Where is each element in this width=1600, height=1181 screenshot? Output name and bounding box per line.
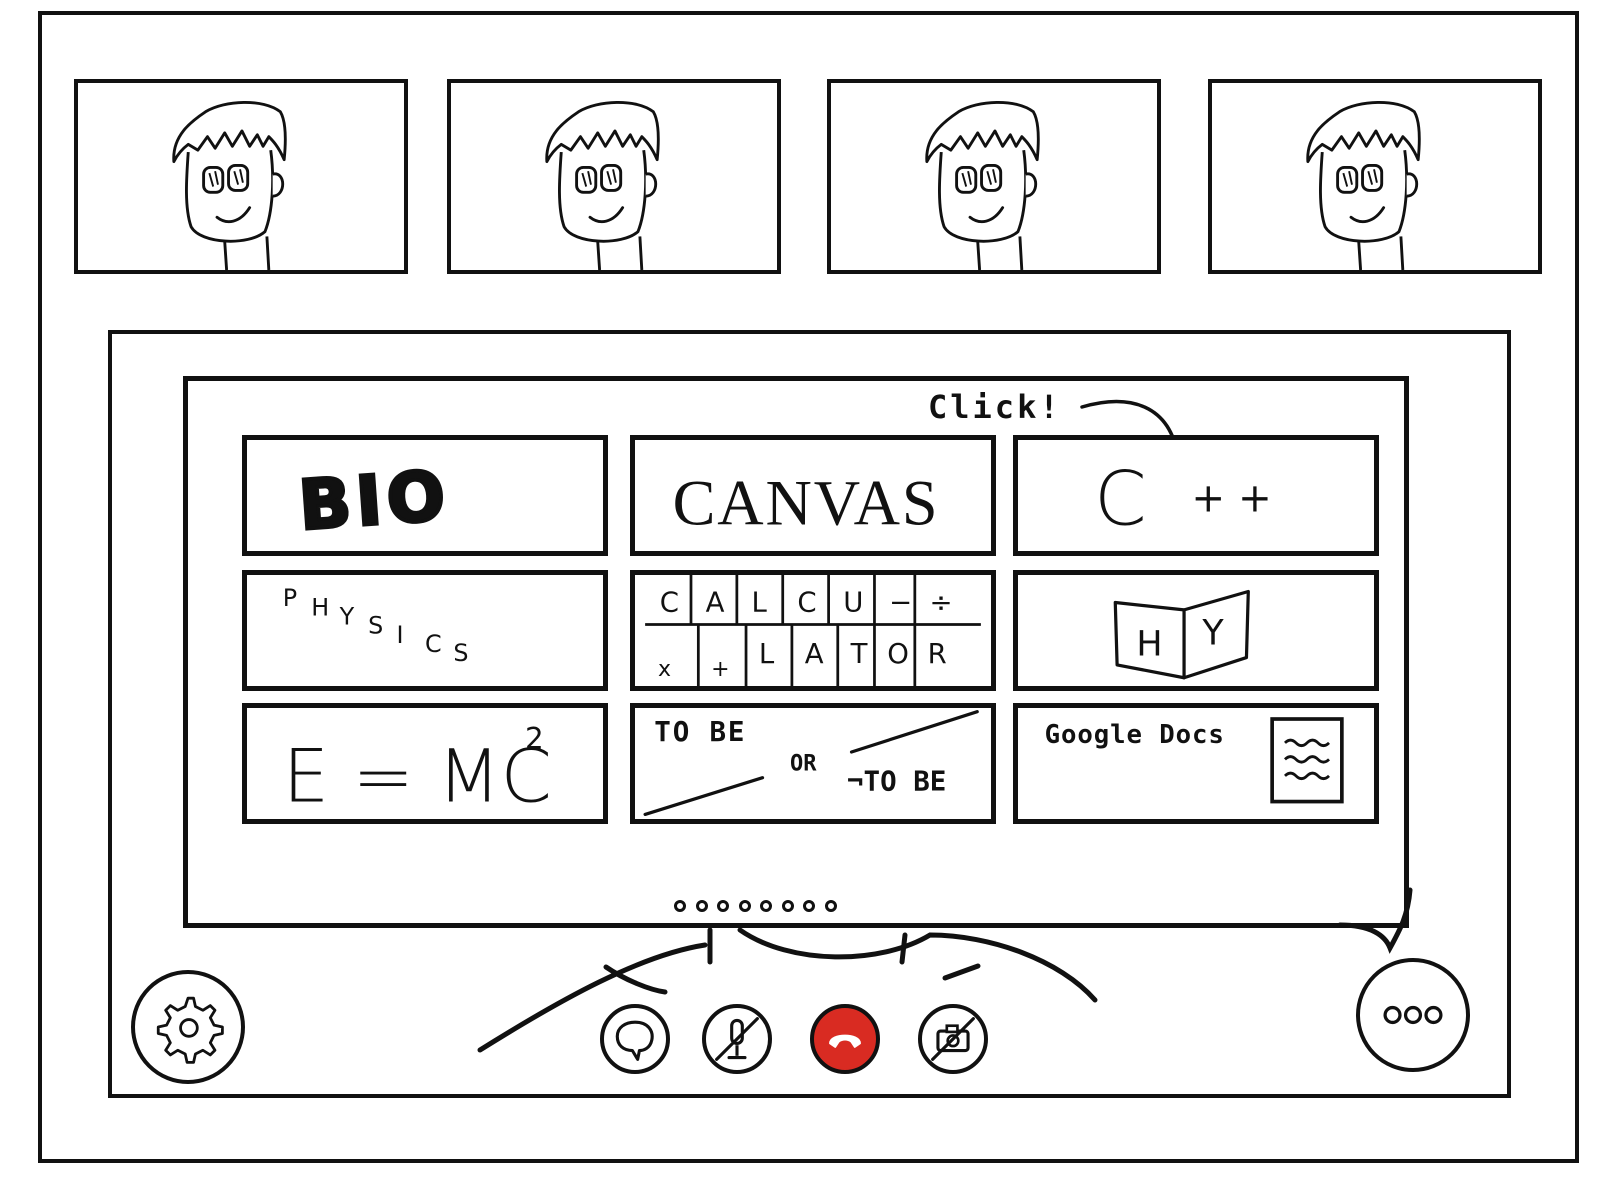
avatar bbox=[925, 100, 1040, 270]
gear-icon bbox=[156, 996, 224, 1064]
app-hamlet[interactable]: TO BE OR ¬TO BE bbox=[630, 703, 996, 824]
app-emc2-main: E = MC bbox=[283, 735, 552, 820]
app-window bbox=[38, 11, 1579, 1163]
participant-video-tile[interactable] bbox=[447, 79, 781, 274]
app-canvas-label: CANVAS bbox=[673, 467, 940, 538]
physics-letter: C bbox=[425, 630, 442, 658]
calculator-cell: U bbox=[843, 587, 863, 619]
physics-letter: S bbox=[453, 639, 468, 667]
mute-microphone-button[interactable] bbox=[702, 1004, 772, 1074]
app-google-docs[interactable]: Google Docs bbox=[1013, 703, 1379, 824]
app-bio[interactable]: BIO bbox=[242, 435, 608, 556]
physics-letter: P bbox=[283, 584, 297, 612]
screen-share-area bbox=[108, 330, 1511, 1098]
app-history[interactable]: H Y bbox=[1013, 570, 1379, 691]
app-canvas[interactable]: CANVAS bbox=[630, 435, 996, 556]
camera-off-button[interactable] bbox=[918, 1004, 988, 1074]
calculator-cell: + bbox=[711, 657, 729, 682]
page-dot[interactable] bbox=[760, 900, 772, 912]
app-google-docs-label: Google Docs bbox=[1045, 720, 1225, 750]
chat-button[interactable] bbox=[600, 1004, 670, 1074]
shared-slide bbox=[183, 376, 1409, 928]
more-dots-icon bbox=[1383, 1005, 1443, 1025]
app-emc2[interactable]: E = MC 2 bbox=[242, 703, 608, 824]
page-dot[interactable] bbox=[738, 900, 751, 912]
app-cpp[interactable]: C + + bbox=[1013, 435, 1379, 556]
app-history-right: Y bbox=[1201, 614, 1224, 654]
app-hamlet-a: TO BE bbox=[654, 716, 746, 748]
physics-letter: Y bbox=[339, 603, 355, 631]
app-hamlet-c: ¬TO BE bbox=[847, 766, 946, 798]
more-options-button[interactable] bbox=[1356, 958, 1470, 1072]
page-dot[interactable] bbox=[695, 900, 708, 912]
avatar bbox=[545, 100, 660, 270]
app-bio-label: BIO bbox=[297, 457, 453, 546]
click-annotation: Click! bbox=[928, 388, 1062, 426]
calculator-cell: x bbox=[658, 657, 671, 682]
app-emc2-exp: 2 bbox=[525, 721, 544, 755]
app-hamlet-b: OR bbox=[790, 751, 817, 776]
page-dot[interactable] bbox=[781, 900, 794, 912]
calculator-cell: T bbox=[850, 638, 868, 670]
page-dot[interactable] bbox=[824, 900, 837, 912]
calculator-cell: L bbox=[752, 587, 768, 619]
settings-button[interactable] bbox=[131, 970, 245, 1084]
avatar bbox=[1306, 100, 1421, 270]
avatar bbox=[172, 100, 287, 270]
document-icon bbox=[1270, 717, 1344, 804]
camera-off-icon bbox=[931, 1017, 975, 1061]
phone-hangup-icon bbox=[829, 1034, 861, 1048]
physics-letter: H bbox=[311, 593, 329, 621]
physics-letter: S bbox=[368, 612, 383, 640]
calculator-cell: ÷ bbox=[930, 587, 953, 619]
microphone-muted-icon bbox=[715, 1017, 759, 1061]
physics-letter: I bbox=[397, 621, 404, 649]
calculator-cell: C bbox=[797, 587, 816, 619]
app-cpp-plus: + + bbox=[1191, 475, 1271, 522]
app-history-left: H bbox=[1136, 625, 1162, 665]
end-call-button[interactable] bbox=[810, 1004, 880, 1074]
calculator-cell: O bbox=[887, 638, 909, 670]
calculator-cell: A bbox=[706, 587, 725, 619]
page-dot[interactable] bbox=[674, 900, 686, 912]
participant-video-tile[interactable] bbox=[1208, 79, 1542, 274]
calculator-cell: R bbox=[928, 638, 947, 670]
app-cpp-c: C bbox=[1094, 454, 1147, 542]
calculator-cell: C bbox=[660, 587, 679, 619]
calculator-cell: A bbox=[805, 638, 824, 670]
calculator-cell: − bbox=[889, 587, 912, 619]
speech-bubble-icon bbox=[615, 1020, 654, 1061]
page-dot[interactable] bbox=[803, 900, 815, 912]
participant-video-tile[interactable] bbox=[74, 79, 408, 274]
page-dot[interactable] bbox=[717, 900, 729, 912]
calculator-cell: L bbox=[759, 638, 775, 670]
participant-video-tile[interactable] bbox=[827, 79, 1161, 274]
